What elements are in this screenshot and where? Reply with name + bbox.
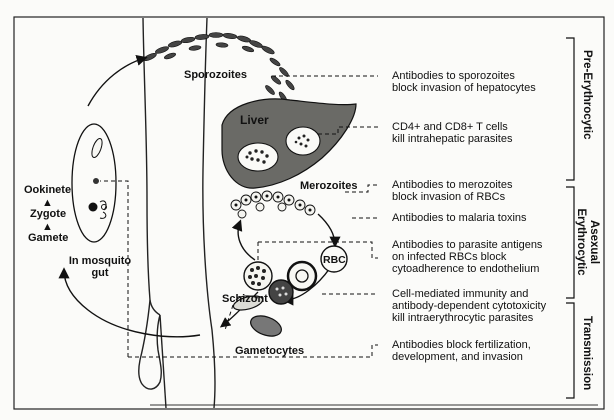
- annotation-5-line3: cytoadherence to endothelium: [392, 263, 542, 275]
- schizont-cell: [244, 262, 272, 290]
- annotation-transmission-antibodies: Antibodies block fertilization, developm…: [392, 339, 531, 363]
- merozoites-label: Merozoites: [300, 180, 357, 192]
- sporozoites-label: Sporozoites: [184, 69, 247, 81]
- annotation-toxin-antibodies: Antibodies to malaria toxins: [392, 212, 527, 224]
- annotation-merozoite-antibodies: Antibodies to merozoites block invasion …: [392, 179, 512, 203]
- annotation-6-line3: kill intraerythrocytic parasites: [392, 312, 546, 324]
- annotation-2-line1: CD4+ and CD8+ T cells: [392, 121, 512, 133]
- infected-rbcs: [269, 262, 316, 304]
- annotation-6-line1: Cell-mediated immunity and: [392, 288, 546, 300]
- annotation-t-cells: CD4+ and CD8+ T cells kill intrahepatic …: [392, 121, 512, 145]
- schizont-label: Schizont: [222, 293, 268, 305]
- gametocytes-label: Gametocytes: [235, 345, 304, 357]
- annotation-sporozoite-antibodies: Antibodies to sporozoites block invasion…: [392, 70, 536, 94]
- annotation-3-line1: Antibodies to merozoites: [392, 179, 512, 191]
- stage-asexual-line1: Asexual: [587, 194, 600, 290]
- mosquito-gut-caption-line1: In mosquito: [52, 255, 148, 267]
- stage-asexual-line2: Erythrocytic: [574, 194, 587, 290]
- annotation-1-line1: Antibodies to sporozoites: [392, 70, 536, 82]
- annotation-parasite-antigens: Antibodies to parasite antigens on infec…: [392, 239, 542, 275]
- sporozoites-cluster: [143, 33, 296, 104]
- annotation-7-line2: development, and invasion: [392, 351, 531, 363]
- mosquito-transfer-arrows: [64, 58, 200, 337]
- liver-label: Liver: [240, 114, 269, 126]
- annotation-2-line2: kill intrahepatic parasites: [392, 133, 512, 145]
- merozoites-chain: [231, 191, 315, 218]
- annotation-3-line2: block invasion of RBCs: [392, 191, 512, 203]
- stage-transmission: Transmission: [580, 316, 593, 390]
- mosquito-gut-caption-line2: gut: [52, 267, 148, 279]
- stage-asexual-erythrocytic: Asexual Erythrocytic: [574, 194, 600, 290]
- annotation-5-line1: Antibodies to parasite antigens: [392, 239, 542, 251]
- stage-pre-erythrocytic: Pre-Erythrocytic: [580, 50, 593, 139]
- ookinete-label: Ookinete: [24, 184, 71, 196]
- annotation-1-line2: block invasion of hepatocytes: [392, 82, 536, 94]
- annotation-7-line1: Antibodies block fertilization,: [392, 339, 531, 351]
- annotation-6-line2: antibody-dependent cytotoxicity: [392, 300, 546, 312]
- gamete-label: Gamete: [28, 232, 68, 244]
- stage-brackets: [566, 38, 574, 398]
- annotation-cell-mediated: Cell-mediated immunity and antibody-depe…: [392, 288, 546, 324]
- mosquito-gut-oval: [72, 124, 116, 242]
- rbc-label: RBC: [323, 254, 346, 266]
- annotation-5-line2: on infected RBCs block: [392, 251, 542, 263]
- zygote-label: Zygote: [30, 208, 66, 220]
- mosquito-gut-caption: In mosquito gut: [52, 255, 148, 279]
